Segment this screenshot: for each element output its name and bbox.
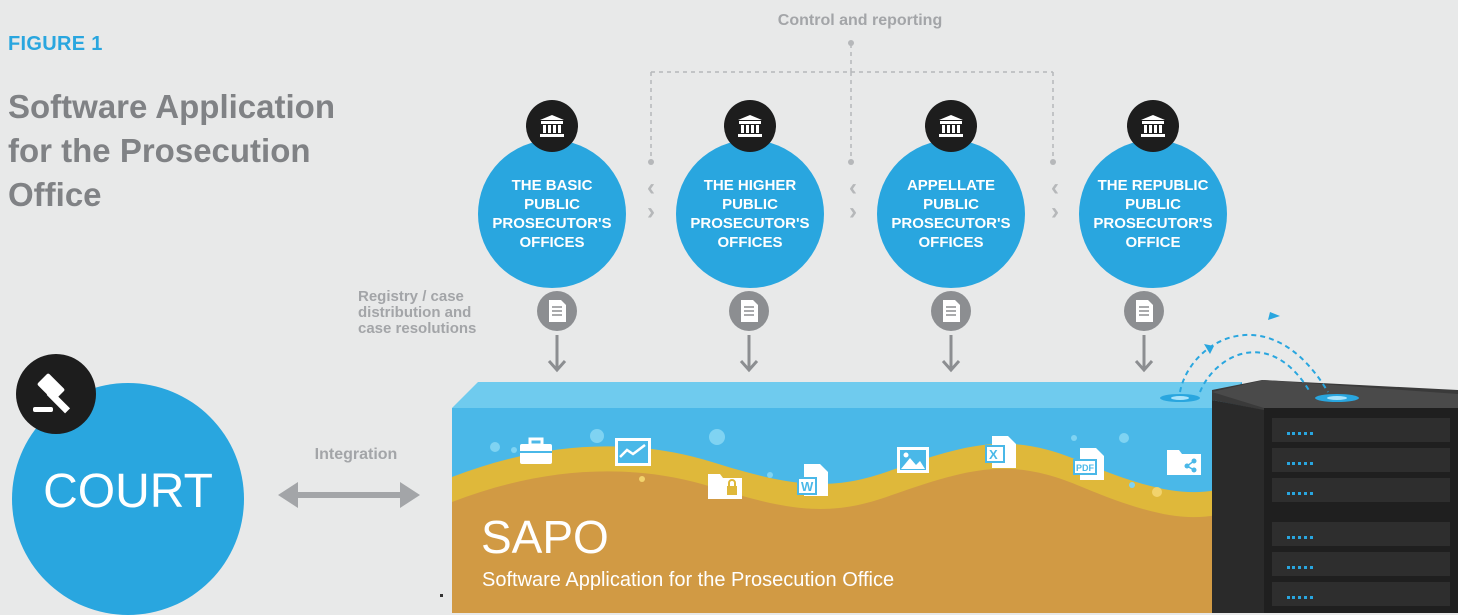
server-led	[1287, 566, 1313, 573]
document-pin-icon	[1124, 291, 1164, 331]
registry-label: Registry / case distribution and case re…	[358, 288, 477, 337]
chevron-left-icon: ‹	[647, 174, 655, 201]
bank-icon	[724, 100, 776, 152]
office-higher: THE HIGHER PUBLIC PROSECUTOR'S OFFICES	[676, 140, 824, 288]
gavel-icon	[16, 354, 96, 434]
chevron-left-icon: ‹	[1051, 174, 1059, 201]
sync-arrows-icon	[1160, 312, 1329, 402]
bank-icon	[526, 100, 578, 152]
document-pin-icon	[537, 291, 577, 331]
chevron-right-icon: ›	[1051, 198, 1059, 225]
control-reporting-label: Control and reporting	[777, 12, 943, 29]
chevron-right-icon: ›	[647, 198, 655, 225]
server-led	[1287, 536, 1313, 543]
image-icon	[897, 447, 929, 473]
server-led	[1287, 492, 1313, 499]
svg-text:X: X	[989, 447, 998, 462]
office-appellate-label: APPELLATE PUBLIC PROSECUTOR'S OFFICES	[891, 177, 1011, 251]
excel-doc-icon: X	[985, 436, 1016, 468]
office-basic: THE BASIC PUBLIC PROSECUTOR'S OFFICES	[478, 140, 626, 288]
integration-label: Integration	[314, 446, 398, 463]
pdf-doc-icon: PDF	[1073, 448, 1104, 480]
document-pin-icon	[931, 291, 971, 331]
document-pin-icon	[729, 291, 769, 331]
figure-title: Software Application for the Prosecution…	[8, 88, 335, 213]
sapo-subtitle: Software Application for the Prosecution…	[482, 569, 895, 591]
office-appellate: APPELLATE PUBLIC PROSECUTOR'S OFFICES	[877, 140, 1025, 288]
office-higher-label: THE HIGHER PUBLIC PROSECUTOR'S OFFICES	[690, 177, 810, 251]
chart-icon	[615, 438, 651, 466]
shared-folder-icon	[1167, 450, 1201, 475]
svg-text:PDF: PDF	[1076, 463, 1095, 473]
server-led	[1287, 596, 1313, 603]
server-led	[1287, 462, 1313, 469]
server-rack-icon	[1212, 380, 1458, 613]
chevron-right-icon: ›	[849, 198, 857, 225]
locked-folder-icon	[708, 474, 742, 499]
chevron-left-icon: ‹	[849, 174, 857, 201]
svg-text:W: W	[801, 479, 814, 494]
server-led	[1287, 432, 1313, 439]
office-basic-label: THE BASIC PUBLIC PROSECUTOR'S OFFICES	[492, 177, 612, 251]
briefcase-icon	[520, 437, 552, 464]
stray-dot	[440, 594, 443, 597]
word-doc-icon: W	[797, 464, 828, 496]
figure-label: FIGURE 1	[8, 33, 103, 55]
sapo-title: SAPO	[481, 511, 609, 563]
bank-icon	[1127, 100, 1179, 152]
court-label: COURT	[43, 464, 213, 518]
office-republic-label: THE REPUBLIC PUBLIC PROSECUTOR'S OFFICE	[1093, 177, 1213, 251]
integration-arrow-icon	[278, 482, 420, 508]
bank-icon	[925, 100, 977, 152]
office-republic: THE REPUBLIC PUBLIC PROSECUTOR'S OFFICE	[1079, 140, 1227, 288]
